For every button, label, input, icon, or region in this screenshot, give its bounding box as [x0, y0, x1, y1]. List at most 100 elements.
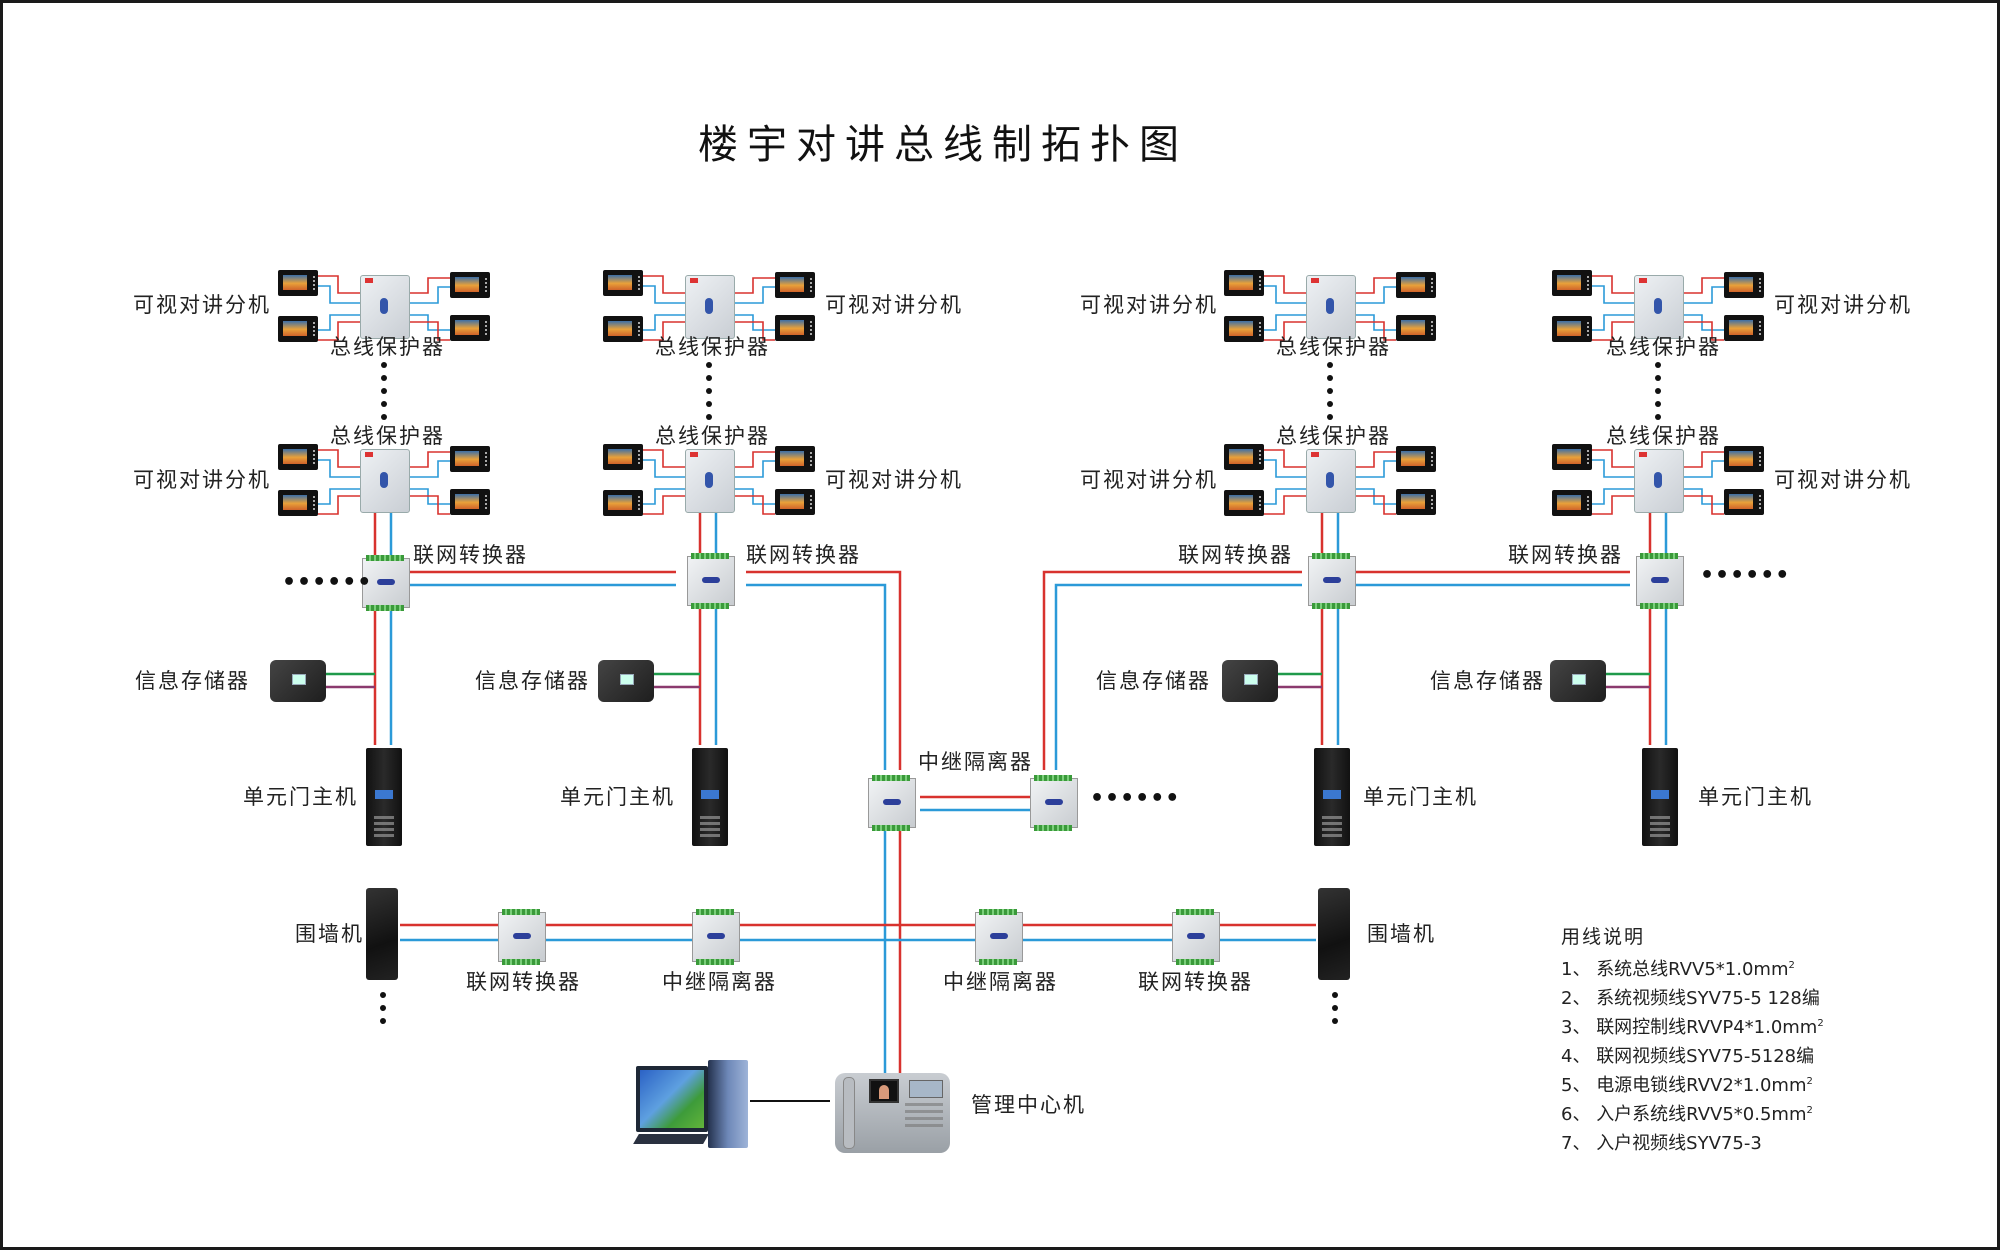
label-bus-protector: 总线保护器: [330, 335, 445, 359]
wire-net-left-red: [410, 570, 902, 770]
continuation-dots-vertical: [1327, 362, 1333, 427]
indoor-monitor-icon: [450, 446, 490, 472]
bus-protector-icon: [360, 275, 410, 339]
network-converter-icon: [498, 909, 546, 965]
bus-protector-icon: [1306, 449, 1356, 513]
wire-legend: 用线说明 1、 系统总线RVV5*1.0mm2 2、 系统视频线SYV75-5 …: [1561, 922, 1824, 1156]
indoor-monitor-icon: [1224, 444, 1264, 470]
indoor-monitor-icon: [603, 270, 643, 296]
label-info-storage: 信息存储器: [475, 669, 590, 693]
indoor-monitor-icon: [1724, 315, 1764, 341]
indoor-monitor-icon: [1396, 446, 1436, 472]
continuation-dots-vertical: [706, 362, 712, 427]
label-info-storage: 信息存储器: [1096, 669, 1211, 693]
indoor-monitor-icon: [278, 316, 318, 342]
label-relay-isolator: 中继隔离器: [918, 750, 1033, 774]
network-converter-icon: [362, 555, 410, 611]
legend-item: 3、 联网控制线RVVP4*1.0mm2: [1561, 1017, 1824, 1038]
label-network-converter: 联网转换器: [746, 543, 861, 567]
continuation-dots-horizontal: ••••••: [282, 570, 373, 595]
label-indoor-monitor: 可视对讲分机: [1774, 468, 1912, 492]
wire-net-right-red: [1042, 570, 1630, 770]
indoor-monitor-icon: [1552, 444, 1592, 470]
indoor-monitor-icon: [1724, 446, 1764, 472]
indoor-monitor-icon: [775, 489, 815, 515]
indoor-monitor-icon: [775, 272, 815, 298]
diagram-title: 楼宇对讲总线制拓扑图: [698, 122, 1188, 168]
unit-door-station-icon: [692, 748, 728, 846]
indoor-monitor-icon: [1396, 489, 1436, 515]
continuation-dots-horizontal: ••••••: [1700, 563, 1791, 588]
continuation-dots-horizontal: ••••••: [1090, 786, 1181, 811]
indoor-monitor-icon: [1552, 316, 1592, 342]
label-bus-protector: 总线保护器: [1606, 424, 1721, 448]
indoor-monitor-icon: [1224, 270, 1264, 296]
legend-item: 6、 入户系统线RVV5*0.5mm2: [1561, 1104, 1813, 1125]
info-storage-icon: [270, 660, 326, 702]
indoor-monitor-icon: [603, 444, 643, 470]
network-converter-icon: [1636, 553, 1684, 609]
continuation-dots-vertical: [1655, 362, 1661, 427]
indoor-monitor-icon: [603, 316, 643, 342]
bus-protector-icon: [685, 275, 735, 339]
bus-protector-icon: [360, 449, 410, 513]
label-network-converter: 联网转换器: [413, 543, 528, 567]
info-storage-icon: [1550, 660, 1606, 702]
indoor-monitor-icon: [450, 272, 490, 298]
relay-isolator-icon: [1030, 775, 1078, 831]
label-indoor-monitor: 可视对讲分机: [825, 293, 963, 317]
label-indoor-monitor: 可视对讲分机: [133, 468, 271, 492]
indoor-monitor-icon: [278, 490, 318, 516]
label-unit-door-station: 单元门主机: [1698, 785, 1813, 809]
label-info-storage: 信息存储器: [135, 669, 250, 693]
relay-isolator-icon: [975, 909, 1023, 965]
continuation-dots-vertical: [380, 992, 386, 1031]
label-unit-door-station: 单元门主机: [243, 785, 358, 809]
label-bus-protector: 总线保护器: [1276, 424, 1391, 448]
label-bus-protector: 总线保护器: [1276, 335, 1391, 359]
label-unit-door-station: 单元门主机: [560, 785, 675, 809]
indoor-monitor-icon: [1552, 490, 1592, 516]
label-indoor-monitor: 可视对讲分机: [825, 468, 963, 492]
wall-station-icon: [366, 888, 398, 980]
label-wall-station: 围墙机: [295, 922, 364, 946]
indoor-monitor-icon: [603, 490, 643, 516]
legend-item: 4、 联网视频线SYV75-5128编: [1561, 1046, 1815, 1067]
indoor-monitor-icon: [278, 270, 318, 296]
label-unit-door-station: 单元门主机: [1363, 785, 1478, 809]
relay-isolator-icon: [868, 775, 916, 831]
indoor-monitor-icon: [1224, 316, 1264, 342]
legend-item: 1、 系统总线RVV5*1.0mm2: [1561, 959, 1795, 980]
relay-isolator-icon: [692, 909, 740, 965]
wire-net-right-blue: [1054, 583, 1630, 770]
label-network-converter: 联网转换器: [1178, 543, 1293, 567]
label-info-storage: 信息存储器: [1430, 669, 1545, 693]
monitor-wires: [318, 275, 1724, 515]
unit-door-station-icon: [1642, 748, 1678, 846]
wall-station-icon: [1318, 888, 1350, 980]
label-indoor-monitor: 可视对讲分机: [1774, 293, 1912, 317]
network-converter-icon: [1308, 553, 1356, 609]
label-bus-protector: 总线保护器: [1606, 335, 1721, 359]
label-network-converter: 联网转换器: [1508, 543, 1623, 567]
bus-protector-icon: [1634, 275, 1684, 339]
label-network-converter: 联网转换器: [466, 970, 581, 994]
indoor-monitor-icon: [1224, 490, 1264, 516]
legend-item: 2、 系统视频线SYV75-5 128编: [1561, 988, 1820, 1009]
label-bus-protector: 总线保护器: [330, 424, 445, 448]
indoor-monitor-icon: [1724, 272, 1764, 298]
bus-protector-icon: [1306, 275, 1356, 339]
label-wall-station: 围墙机: [1367, 922, 1436, 946]
legend-item: 7、 入户视频线SYV75-3: [1561, 1133, 1762, 1154]
network-converter-icon: [1172, 909, 1220, 965]
legend-item: 5、 电源电锁线RVV2*1.0mm2: [1561, 1075, 1813, 1096]
info-storage-icon: [598, 660, 654, 702]
label-indoor-monitor: 可视对讲分机: [1080, 293, 1218, 317]
bus-protector-icon: [1634, 449, 1684, 513]
label-indoor-monitor: 可视对讲分机: [133, 293, 271, 317]
label-bus-protector: 总线保护器: [655, 335, 770, 359]
indoor-monitor-icon: [450, 489, 490, 515]
indoor-monitor-icon: [1396, 272, 1436, 298]
